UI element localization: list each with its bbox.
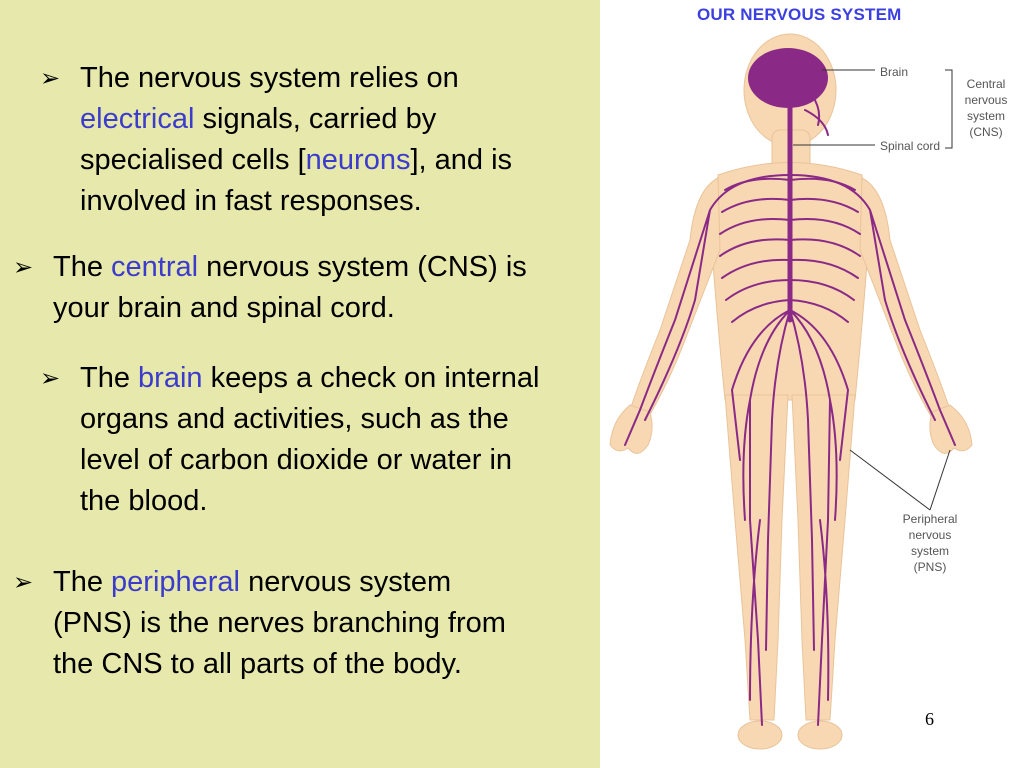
brain-label: Brain (880, 65, 909, 79)
spinal-cord-label: Spinal cord (880, 139, 941, 153)
right-foot-shape (797, 720, 843, 750)
bullet-central: ➢ The central nervous system (CNS) is yo… (13, 247, 583, 329)
left-arm-shape (629, 177, 721, 419)
right-hand-shape (929, 404, 973, 454)
bullet-arrow-icon: ➢ (40, 65, 61, 92)
nervous-system-figure (609, 33, 973, 750)
pns-label: Peripheral nervous system (PNS) (902, 512, 958, 574)
cns-label: Central nervous system (CNS) (964, 77, 1008, 139)
pns-leader-line-1 (849, 449, 931, 511)
bullet-brain: ➢ The brain keeps a check on internal or… (40, 358, 540, 522)
page-number: 6 (925, 709, 934, 729)
bullet-peripheral: ➢ The peripheral nervous system (PNS) is… (13, 562, 533, 685)
pns-leader-line-2 (929, 449, 951, 511)
figure-title: OUR NERVOUS SYSTEM (697, 5, 902, 24)
bullet-arrow-icon: ➢ (13, 569, 34, 596)
bullet-arrow-icon: ➢ (13, 254, 34, 281)
arm-nerve-lines (624, 174, 956, 446)
cns-bracket (945, 69, 953, 149)
face-nerve-lines (804, 94, 829, 136)
left-foot-shape (737, 720, 783, 750)
brain-shape (748, 48, 828, 108)
right-arm-shape (859, 177, 951, 419)
leg-nerve-lines (730, 309, 850, 726)
bullet-electrical: ➢ The nervous system relies on electrica… (40, 58, 540, 222)
bullet-arrow-icon: ➢ (40, 365, 61, 392)
